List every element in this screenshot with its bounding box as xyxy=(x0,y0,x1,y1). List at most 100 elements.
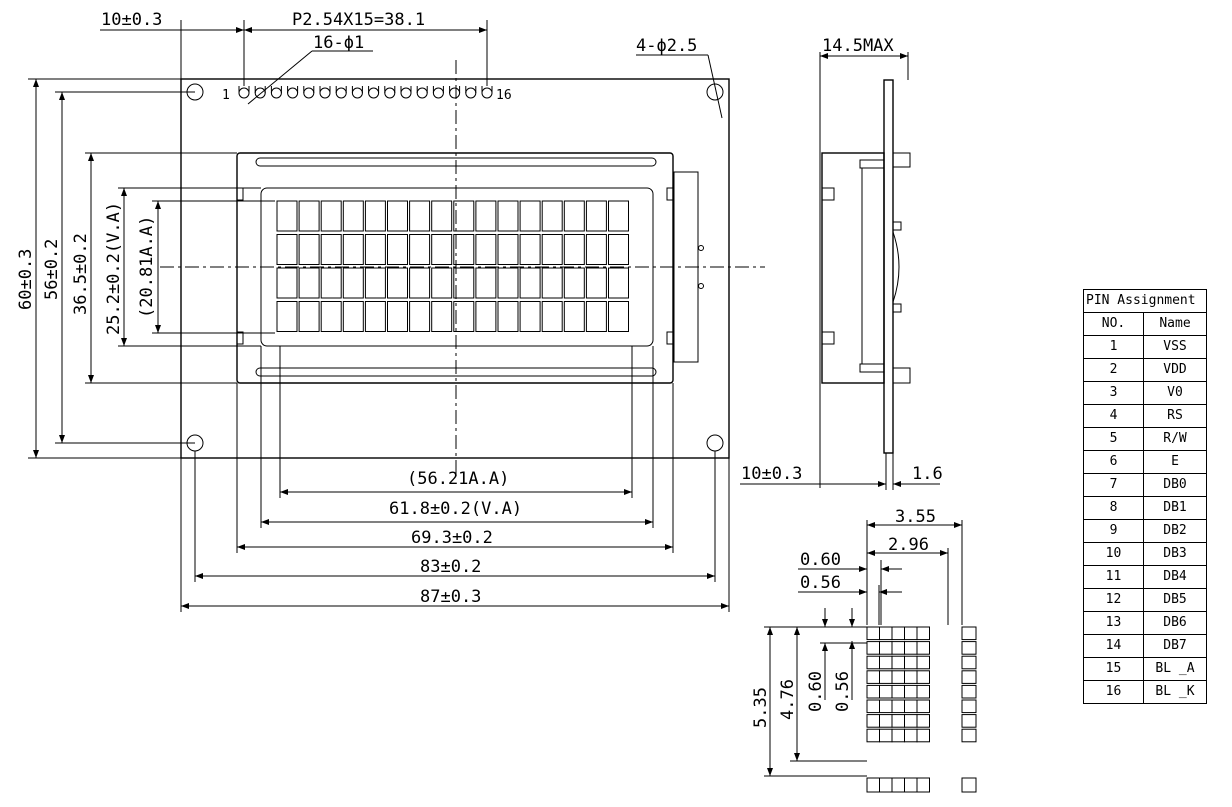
dim-pitch: P2.54X15=38.1 xyxy=(292,10,425,30)
dim-width-holes: 83±0.2 xyxy=(420,557,481,577)
dot-cell xyxy=(866,670,880,684)
character-cell xyxy=(585,301,607,332)
pin-number: 3 xyxy=(1083,381,1144,405)
character-cell xyxy=(608,267,629,299)
dot-cell xyxy=(891,655,905,670)
character-cell xyxy=(431,267,453,299)
side-view: 14.5MAX 10±0.3 1.6 xyxy=(740,36,943,490)
pin-name: BL _K xyxy=(1143,680,1207,704)
character-cell xyxy=(364,301,386,332)
character-cell xyxy=(497,301,519,332)
pin-name: E xyxy=(1143,450,1207,474)
dot-cell xyxy=(916,728,930,743)
next-char-dot xyxy=(961,684,977,699)
dot-cell xyxy=(891,626,905,641)
character-cell xyxy=(453,301,475,332)
character-cell xyxy=(320,267,342,299)
dot-cell xyxy=(891,728,905,743)
dot-cell xyxy=(866,728,880,743)
dim-char-w-total: 3.55 xyxy=(895,507,936,527)
dot-cell xyxy=(891,670,905,684)
next-char-dot xyxy=(961,699,977,714)
pin-number: 2 xyxy=(1083,358,1144,382)
dot-cell xyxy=(866,641,880,655)
pin-name: DB2 xyxy=(1143,519,1207,543)
dim-dot-w-pitch: 0.60 xyxy=(800,550,841,570)
pin-number: 7 xyxy=(1083,473,1144,497)
pin-name: DB0 xyxy=(1143,473,1207,497)
character-cell xyxy=(276,301,298,332)
pin-number: 11 xyxy=(1083,565,1144,589)
dim-height-pcb: 60±0.3 xyxy=(16,249,36,310)
character-grid xyxy=(276,200,629,332)
character-cell xyxy=(409,267,431,299)
character-cell xyxy=(276,267,298,299)
dim-width-bezel: 69.3±0.2 xyxy=(411,528,493,548)
dot-cell xyxy=(904,655,918,670)
character-cell xyxy=(519,200,541,232)
dot-cell xyxy=(879,641,893,655)
next-cursor-dot xyxy=(961,777,977,793)
pin-table-header-row: NO. Name xyxy=(1083,312,1207,336)
character-cell xyxy=(387,200,408,232)
pin-name: V0 xyxy=(1143,381,1207,405)
col-header-name: Name xyxy=(1143,312,1207,336)
pin-name: VSS xyxy=(1143,335,1207,359)
character-cell xyxy=(276,200,298,232)
character-cell xyxy=(298,267,320,299)
bezel-tab-bl xyxy=(236,331,244,345)
pin-name: DB1 xyxy=(1143,496,1207,520)
dot-cell xyxy=(904,670,918,684)
pin-number: 16 xyxy=(1083,680,1144,704)
dim-width-aa: (56.21A.A) xyxy=(407,469,509,489)
dimension-arrows xyxy=(33,27,729,609)
pin-last-label: 16 xyxy=(496,88,512,103)
dim-top-offset: 10±0.3 xyxy=(101,10,162,30)
character-cell xyxy=(342,200,364,232)
pcb-outline xyxy=(180,78,730,459)
dim-width-va: 61.8±0.2(V.A) xyxy=(389,499,522,519)
pin-name: DB4 xyxy=(1143,565,1207,589)
front-view: 1 16 1 xyxy=(16,10,765,612)
dot-cell xyxy=(904,714,918,728)
character-cell xyxy=(475,267,497,299)
character-cell xyxy=(497,200,519,232)
pin-hole xyxy=(400,87,412,99)
dot-cell xyxy=(916,641,930,655)
dot-cell xyxy=(879,699,893,714)
pin-table-title-row: PIN Assignment xyxy=(1083,289,1207,313)
pin-hole xyxy=(335,87,347,99)
dim-char-h-total: 5.35 xyxy=(751,687,771,728)
pin-number: 12 xyxy=(1083,588,1144,612)
pin-name: DB6 xyxy=(1143,611,1207,635)
pin-number: 5 xyxy=(1083,427,1144,451)
cursor-dot xyxy=(916,777,930,793)
dim-dot-h: 0.56 xyxy=(833,671,853,712)
pin-table-title: PIN Assignment xyxy=(1083,289,1207,313)
next-char-dot xyxy=(961,641,977,655)
character-cell xyxy=(608,301,629,332)
character-cell xyxy=(431,301,453,332)
dim-height-va: 25.2±0.2(V.A) xyxy=(104,202,124,335)
character-cell xyxy=(342,301,364,332)
dot-cell xyxy=(879,684,893,699)
character-cell xyxy=(320,200,342,232)
character-cell xyxy=(585,267,607,299)
character-cell xyxy=(608,234,629,265)
character-cell xyxy=(541,267,563,299)
cursor-dot xyxy=(891,777,905,793)
dim-width-pcb: 87±0.3 xyxy=(420,587,481,607)
cursor-dot xyxy=(866,777,880,793)
character-cell xyxy=(298,200,320,232)
